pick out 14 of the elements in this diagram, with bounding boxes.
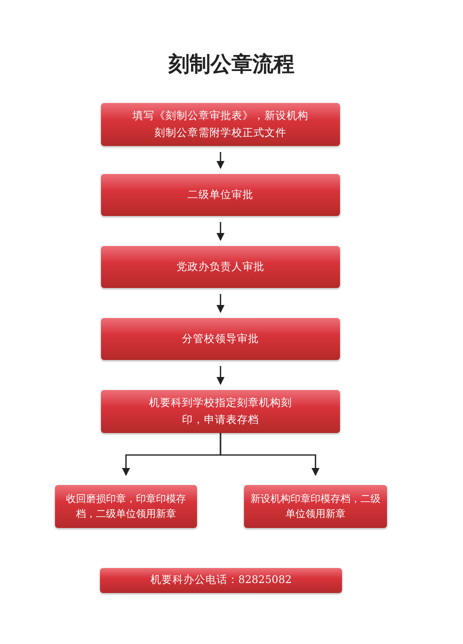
contact-box: 机要科办公电话：82825082 (100, 568, 342, 593)
arrow (216, 294, 224, 313)
arrow (220, 433, 320, 476)
arrow (216, 366, 224, 385)
arrow (216, 152, 224, 169)
process-box: 填写《刻制公章审批表》，新设机构刻制公章需附学校正式文件 (101, 103, 340, 146)
process-box: 机要科到学校指定刻章机构刻印，申请表存档 (101, 390, 340, 433)
title: 刻制公章流程 (167, 50, 296, 78)
process-box: 党政办负责人审批 (101, 246, 340, 288)
process-box: 新设机构印章印模存档，二级单位领用新章 (244, 485, 387, 528)
process-box: 分管校领导审批 (101, 318, 340, 360)
process-box: 二级单位审批 (101, 174, 340, 216)
arrow (216, 222, 224, 241)
process-box: 收回磨损印章，印章印模存档，二级单位领用新章 (55, 485, 197, 528)
